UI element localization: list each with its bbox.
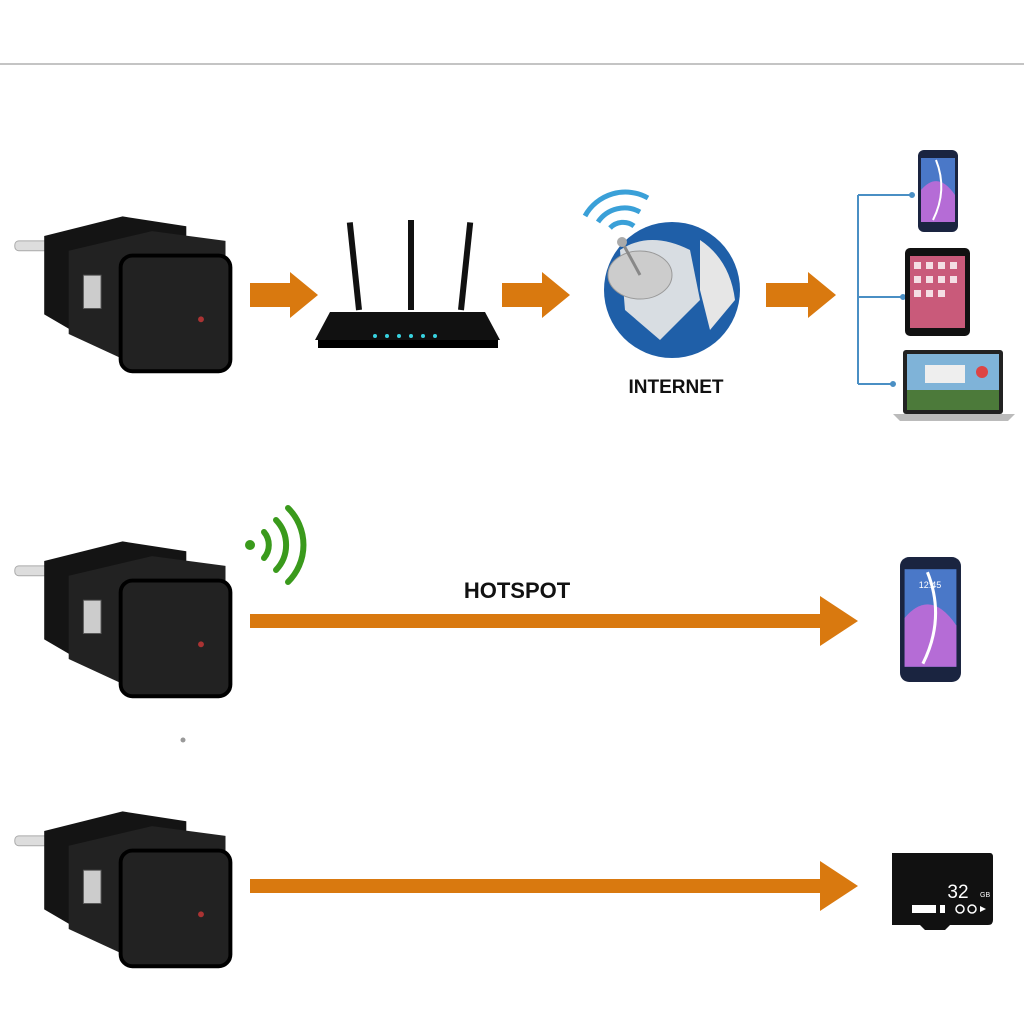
phone-clock: 12:45 <box>919 580 942 590</box>
artifact-mark <box>180 737 186 743</box>
arrow-charger-to-router <box>250 272 318 318</box>
internet-label: INTERNET <box>629 377 724 398</box>
arrow-internet-to-devices <box>766 272 836 318</box>
router-icon <box>315 220 500 348</box>
smartphone-icon <box>900 557 961 682</box>
sd-card-icon: 32 GB <box>892 853 993 930</box>
tablet-icon <box>905 248 970 336</box>
camera-charger-device <box>12 539 233 699</box>
camera-charger-device <box>12 214 233 374</box>
arrow-router-to-internet <box>502 272 570 318</box>
hotspot-label: HOTSPOT <box>464 578 571 603</box>
wifi-signal-icon <box>245 505 307 585</box>
smartphone-icon <box>918 150 958 232</box>
arrow-charger-to-sd-card <box>250 861 858 911</box>
sd-card-unit: GB <box>980 892 990 899</box>
sd-card-capacity: 32 <box>947 882 968 903</box>
device-branch-bracket <box>857 192 915 387</box>
camera-charger-device <box>12 809 233 969</box>
laptop-icon <box>893 350 1015 421</box>
internet-globe-icon <box>582 189 740 358</box>
arrow-hotspot-to-phone <box>250 596 858 646</box>
